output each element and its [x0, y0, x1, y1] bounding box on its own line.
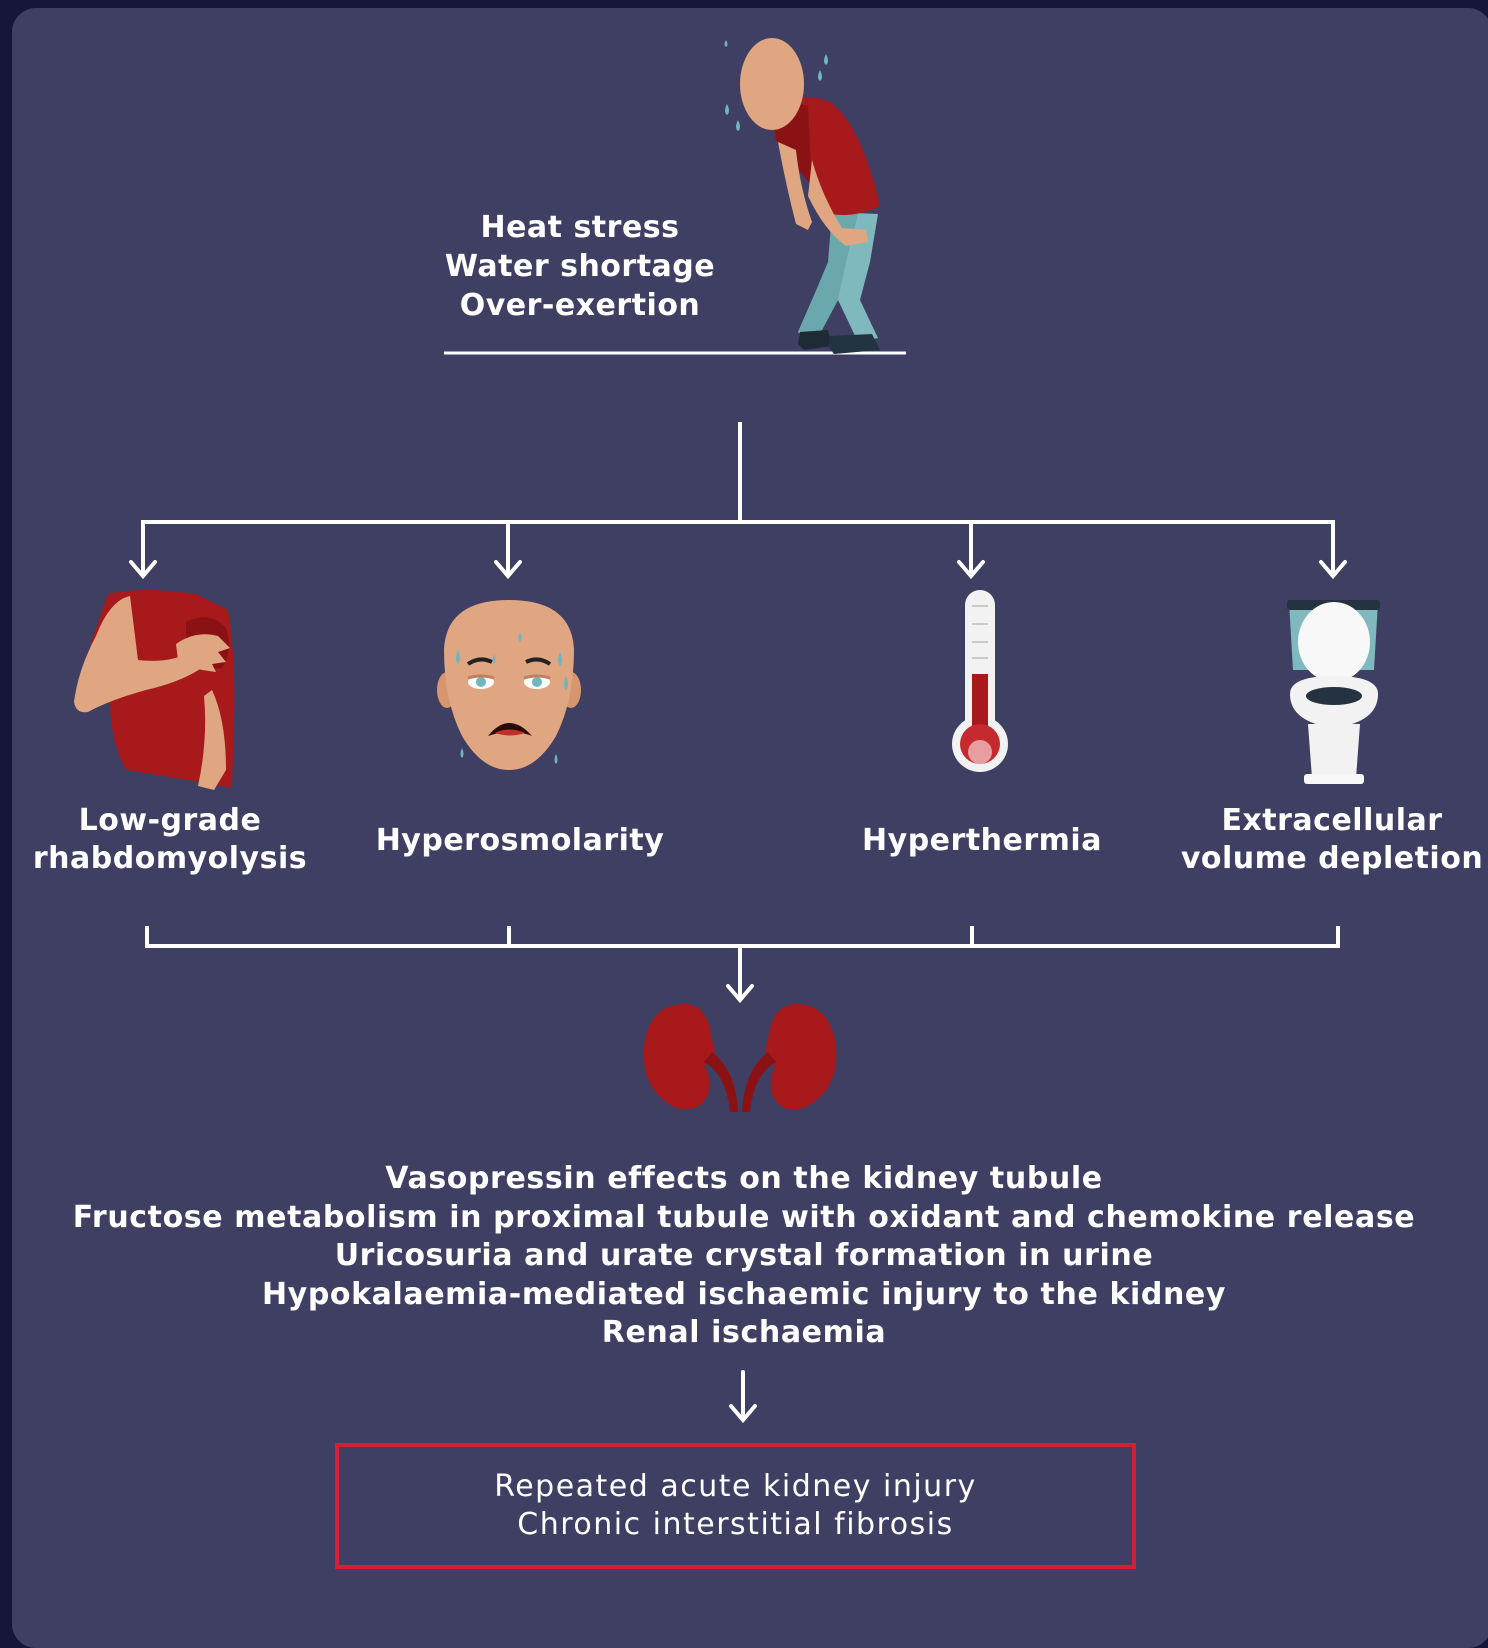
thermometer-icon [952, 590, 1008, 772]
cause-item: Heat stress [480, 210, 680, 245]
kidneys-icon [643, 1004, 837, 1112]
outcome-item: Chronic interstitial fibrosis [517, 1507, 954, 1542]
outcome-box: Repeated acute kidney injury Chronic int… [335, 1443, 1136, 1569]
causes-list: Heat stress Water shortage Over-exertion [410, 208, 750, 325]
branch-connector [141, 422, 1335, 574]
exhausted-person-icon [444, 38, 906, 355]
effect-label-hyperthermia: Hyperthermia [852, 822, 1112, 860]
effect-label-line: rhabdomyolysis [32, 841, 308, 876]
cause-item: Water shortage [444, 249, 716, 284]
effect-label-line: Hyperosmolarity [375, 823, 665, 858]
outcome-arrow [729, 1370, 757, 1424]
mechanisms-list: Vasopressin effects on the kidney tubule… [0, 1160, 1488, 1353]
toilet-icon [1287, 600, 1380, 784]
effect-label-line: Hyperthermia [862, 823, 1102, 858]
mechanism-item: Fructose metabolism in proximal tubule w… [72, 1199, 1416, 1235]
effect-label-hyperosmolarity: Hyperosmolarity [360, 822, 680, 860]
sweating-face-icon [437, 600, 581, 770]
merge-connector [145, 926, 1340, 1004]
branch-arrowheads [129, 560, 1347, 580]
outcome-item: Repeated acute kidney injury [494, 1469, 977, 1504]
diagram-canvas [12, 8, 1488, 1648]
mechanism-item: Uricosuria and urate crystal formation i… [334, 1238, 1154, 1273]
effect-label-rhabdomyolysis: Low-grade rhabdomyolysis [20, 802, 320, 878]
effect-label-line: volume depletion [1180, 841, 1484, 876]
mechanism-item: Renal ischaemia [601, 1315, 887, 1350]
cause-item: Over-exertion [459, 288, 701, 323]
mechanism-item: Vasopressin effects on the kidney tubule [385, 1161, 1103, 1196]
effect-label-volume-depletion: Extracellular volume depletion [1176, 802, 1488, 878]
effect-label-line: Extracellular [1221, 803, 1443, 838]
effect-label-line: Low-grade [78, 803, 262, 838]
mechanism-item: Hypokalaemia-mediated ischaemic injury t… [261, 1276, 1227, 1312]
muscle-pain-icon [74, 590, 235, 790]
